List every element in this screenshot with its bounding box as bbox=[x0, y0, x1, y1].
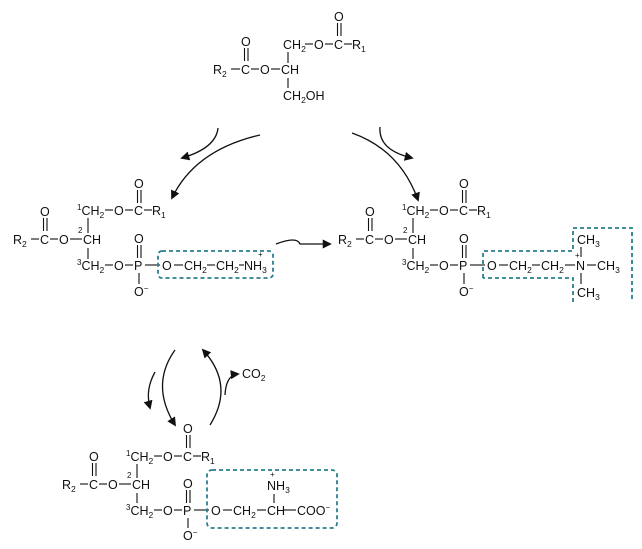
atom-ch2-sn3: 3CH2 bbox=[402, 258, 430, 275]
atom-o-p-double: O bbox=[183, 477, 193, 491]
atom-r1: R1 bbox=[352, 38, 366, 54]
atom-ch3-top: CH3 bbox=[577, 233, 600, 249]
atom-ch: CH bbox=[408, 233, 426, 247]
atom-p: P bbox=[183, 504, 191, 518]
phosphatidylethanolamine: 1CH2 O C O R1 2 CH 3CH2 R2 C O O O P O O… bbox=[13, 177, 274, 299]
atom-o-ester1: O bbox=[314, 38, 324, 52]
atom-o-ester2: O bbox=[260, 63, 270, 77]
phosphatidylserine: 1CH2 O C O R1 2 CH 3CH2 R2 C O O O P O O… bbox=[62, 422, 338, 543]
atom-ch3-bottom: CH3 bbox=[577, 286, 600, 302]
atom-ch2-sn3: 3CH2 bbox=[126, 503, 154, 520]
atom-ch2-top: CH2 bbox=[283, 38, 306, 54]
atom-o-head: O bbox=[487, 259, 497, 273]
atom-o-carbonyl2: O bbox=[365, 205, 375, 219]
headgroup-box-ethanolamine bbox=[157, 250, 274, 279]
atom-o-p: O bbox=[114, 259, 124, 273]
atom-o-minus: O− bbox=[134, 284, 149, 299]
atom-o: O bbox=[163, 450, 173, 464]
arrows-top bbox=[171, 126, 420, 249]
reagent-co2: CO2 bbox=[242, 367, 266, 383]
atom-o-carbonyl: O bbox=[183, 422, 193, 436]
arrow-to-pc bbox=[351, 132, 420, 202]
diacylglycerol: CH2 O C O R1 CH CH2OH R2 C O O bbox=[213, 10, 366, 105]
atom-o-p-double: O bbox=[459, 232, 469, 246]
charge-plus-pc: + bbox=[575, 251, 580, 260]
atom-c-ester1: C bbox=[334, 38, 343, 52]
atom-nh3: NH3 bbox=[244, 259, 267, 275]
arrow-side-pe bbox=[180, 127, 219, 161]
arrows-cycle: CO2 bbox=[143, 348, 266, 427]
atom-ch2-b: CH2 bbox=[216, 259, 239, 275]
atom-o-carbonyl2: O bbox=[241, 35, 251, 49]
phosphatidylcholine: 1CH2 O C O R1 2 CH 3CH2 R2 C O O O P O O… bbox=[338, 177, 633, 302]
atom-c: C bbox=[183, 450, 192, 464]
atom-o2: O bbox=[108, 478, 118, 492]
arrow-pe-to-pc bbox=[275, 239, 332, 249]
atom-r1: R1 bbox=[152, 204, 166, 220]
atom-o-p-double: O bbox=[134, 232, 144, 246]
atom-c: C bbox=[459, 204, 468, 218]
atom-o: O bbox=[439, 204, 449, 218]
atom-r2: R2 bbox=[213, 63, 227, 79]
atom-o-p: O bbox=[163, 504, 173, 518]
atom-ch2-a: CH2 bbox=[509, 259, 532, 275]
atom-c: C bbox=[134, 204, 143, 218]
atom-nh3: NH3 bbox=[267, 479, 290, 495]
atom-n: N bbox=[576, 259, 585, 273]
headgroup-box-choline bbox=[482, 227, 633, 302]
atom-c-ester2: C bbox=[241, 63, 250, 77]
label-sn2: 2 bbox=[78, 226, 83, 235]
atom-o2: O bbox=[384, 233, 394, 247]
atom-o-p: O bbox=[439, 259, 449, 273]
atom-o: O bbox=[114, 204, 124, 218]
atom-c2: C bbox=[40, 233, 49, 247]
atom-ch: CH bbox=[132, 478, 150, 492]
atom-ch2-a: CH2 bbox=[184, 259, 207, 275]
atom-c2: C bbox=[89, 478, 98, 492]
atom-ch2-sn1: 1CH2 bbox=[77, 203, 105, 220]
atom-ch-top: CH bbox=[281, 63, 299, 77]
atom-r2: R2 bbox=[338, 233, 352, 249]
arrow-to-pe bbox=[171, 134, 261, 200]
atom-o-carbonyl2: O bbox=[40, 205, 50, 219]
atom-ch2oh: CH2OH bbox=[283, 89, 325, 105]
atom-o-carbonyl: O bbox=[459, 177, 469, 191]
charge-plus-pe: + bbox=[258, 250, 263, 259]
arrow-side-pc bbox=[379, 126, 414, 161]
atom-ch2-sn1: 1CH2 bbox=[126, 449, 154, 466]
atom-ch2-a: CH2 bbox=[233, 504, 256, 520]
headgroup-box-serine bbox=[206, 469, 338, 529]
atom-o2: O bbox=[59, 233, 69, 247]
atom-o-head: O bbox=[162, 259, 172, 273]
label-sn2: 2 bbox=[127, 471, 132, 480]
arrow-up-to-pe bbox=[201, 348, 222, 426]
atom-r2: R2 bbox=[62, 478, 76, 494]
atom-c2: C bbox=[365, 233, 374, 247]
atom-p: P bbox=[134, 259, 142, 273]
atom-ch2-b: CH2 bbox=[541, 259, 564, 275]
atom-p: P bbox=[459, 259, 467, 273]
atom-r2: R2 bbox=[13, 233, 27, 249]
atom-ch-alpha: CH bbox=[267, 504, 285, 518]
atom-ch3-right: CH3 bbox=[597, 259, 620, 275]
label-sn2: 2 bbox=[403, 226, 408, 235]
charge-plus-ps: + bbox=[270, 470, 275, 479]
atom-o-carbonyl2: O bbox=[89, 450, 99, 464]
arrow-down-to-ps bbox=[161, 349, 176, 427]
atom-o-minus: O− bbox=[183, 528, 198, 543]
atom-ch: CH bbox=[83, 233, 101, 247]
atom-r1: R1 bbox=[201, 450, 215, 466]
atom-ch2-sn1: 1CH2 bbox=[402, 203, 430, 220]
atom-ch2-sn3: 3CH2 bbox=[77, 258, 105, 275]
atom-coo: COO− bbox=[297, 503, 330, 518]
arrow-side-in bbox=[143, 371, 156, 410]
atom-r1: R1 bbox=[477, 204, 491, 220]
atom-o-minus: O− bbox=[459, 284, 474, 299]
atom-o-head: O bbox=[211, 504, 221, 518]
arrow-co2-out bbox=[224, 370, 240, 396]
atom-o-carbonyl1: O bbox=[334, 10, 344, 24]
atom-o-carbonyl: O bbox=[134, 177, 144, 191]
